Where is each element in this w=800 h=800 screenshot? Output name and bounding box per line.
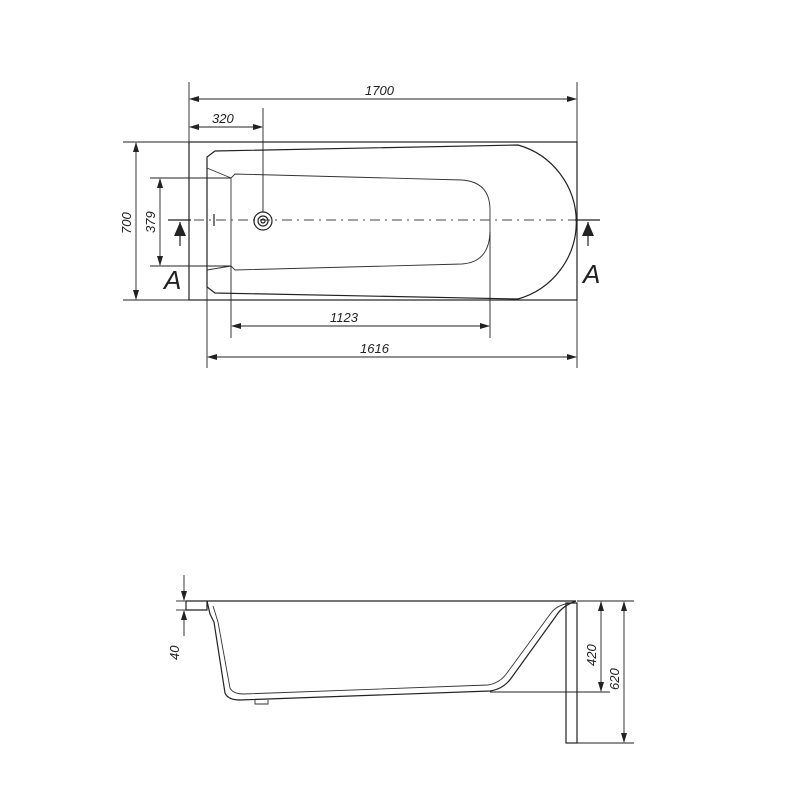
- tub-shell-inner: [212, 602, 571, 695]
- dim-total-height-value: 620: [607, 668, 622, 690]
- section-label-left: A: [162, 265, 181, 295]
- tub-inner-basin: [206, 144, 577, 300]
- dim-inner-width-value: 379: [143, 211, 158, 233]
- dim-inner-length-value: 1616: [360, 341, 390, 356]
- apron-panel: [565, 602, 578, 744]
- dim-bottom-length-value: 1123: [330, 310, 359, 325]
- dim-overall-width-value: 700: [119, 212, 134, 234]
- dim-bottom-length: 1123: [230, 232, 491, 338]
- section-view: 40 420 620: [167, 575, 634, 744]
- tub-bottom-outline: [230, 173, 491, 271]
- dim-inner-width: 379: [143, 177, 231, 267]
- dim-rim-thickness: 40: [167, 575, 187, 660]
- dim-overall-length-value: 1700: [365, 83, 395, 98]
- dim-drain-offset-value: 320: [212, 111, 234, 126]
- dim-inner-length: 1616: [206, 287, 578, 368]
- left-rim-flange: [185, 601, 208, 611]
- drain-icon: [253, 211, 273, 231]
- dim-inner-depth: 420: [490, 600, 610, 693]
- tub-foot-mark: [254, 700, 269, 705]
- plan-view: A A 1700 320 700: [119, 82, 600, 368]
- dim-inner-depth-value: 420: [584, 644, 599, 666]
- dim-rim-thickness-value: 40: [167, 645, 182, 660]
- dim-overall-width: 700: [119, 141, 189, 301]
- dim-total-height: 620: [577, 600, 634, 744]
- dim-overall-length: 1700: [188, 82, 578, 142]
- dim-drain-offset: 320: [189, 108, 264, 212]
- tub-step-left: [206, 167, 232, 271]
- section-mark-left: A: [162, 219, 191, 295]
- tub-outer-rim: [188, 141, 578, 301]
- section-mark-right: A: [575, 219, 600, 289]
- section-label-right: A: [581, 259, 600, 289]
- tub-shell-outer: [206, 600, 577, 701]
